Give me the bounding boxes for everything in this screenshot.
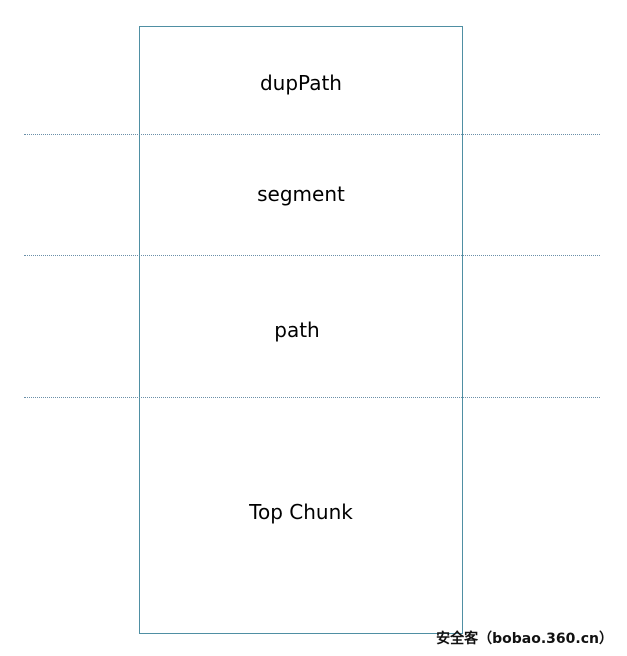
dup-path-label: dupPath <box>259 71 342 95</box>
divider-path-top-chunk <box>24 397 600 398</box>
segment-label: segment <box>257 182 345 206</box>
memory-box <box>139 26 463 634</box>
watermark-text: 安全客（bobao.360.cn） <box>436 631 613 647</box>
top-chunk-label: Top Chunk <box>249 500 353 524</box>
divider-segment-path <box>24 255 600 256</box>
divider-dup-path-segment <box>24 134 600 135</box>
path-label: path <box>274 318 320 342</box>
